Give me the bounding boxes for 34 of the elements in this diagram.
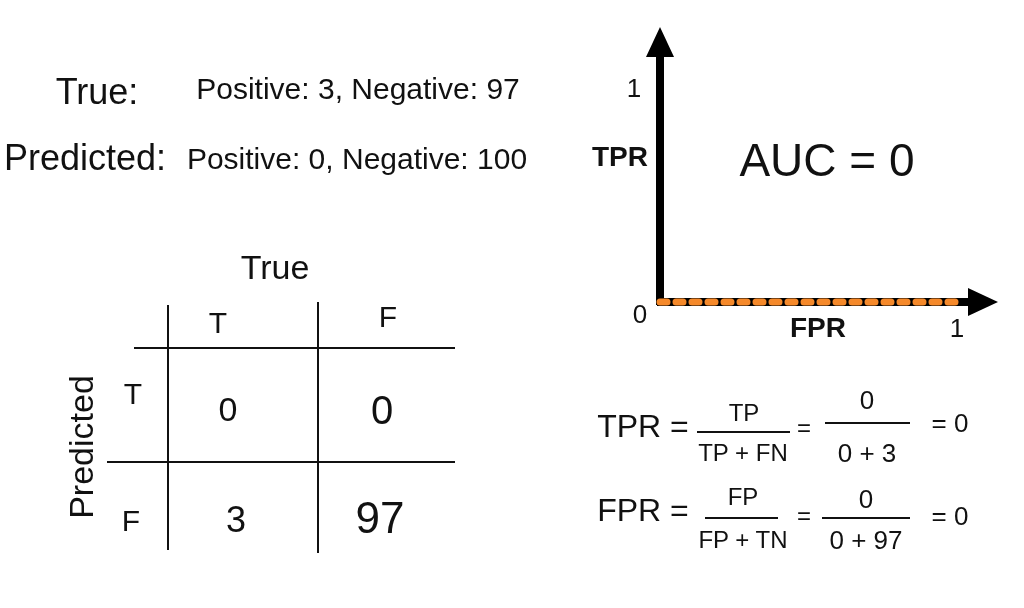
column-header: F xyxy=(378,299,398,333)
cell-value: 97 xyxy=(355,493,405,543)
equals-sign: = xyxy=(797,414,811,442)
denominator: 0 + 97 xyxy=(829,525,903,555)
equals-sign: = xyxy=(797,502,811,530)
column-axis-title: True xyxy=(240,249,310,287)
column-header: T xyxy=(208,305,228,339)
row-header: F xyxy=(121,503,141,537)
numerator: TP xyxy=(728,399,760,427)
axis-title: FPR xyxy=(790,312,846,344)
cell-value: 0 xyxy=(218,391,238,429)
formula-result: = 0 xyxy=(931,408,969,438)
denominator: FP + TN xyxy=(698,526,788,554)
heading-text: Predicted: xyxy=(3,138,167,178)
axis-end-label: 1 xyxy=(626,73,642,103)
denominator: TP + FN xyxy=(698,439,788,467)
formula-term: TPR = xyxy=(597,409,689,445)
heading-text: True: xyxy=(55,72,139,112)
count-text: Positive: 3, Negative: 97 xyxy=(196,71,520,105)
numerator: 0 xyxy=(859,385,875,415)
numerator: 0 xyxy=(858,484,874,514)
formula-term: FPR = xyxy=(597,493,689,529)
cell-value: 0 xyxy=(370,388,394,432)
axis-end-label: 1 xyxy=(949,313,965,343)
count-text: Positive: 0, Negative: 100 xyxy=(186,141,528,175)
formula-result: = 0 xyxy=(931,501,969,531)
axis-title: TPR xyxy=(592,141,648,173)
numerator: FP xyxy=(727,483,759,511)
auc-annotation: AUC = 0 xyxy=(739,134,915,186)
row-header: T xyxy=(123,376,143,410)
origin-label: 0 xyxy=(632,299,648,329)
denominator: 0 + 3 xyxy=(837,438,897,468)
cell-value: 3 xyxy=(226,500,246,540)
row-axis-title: Predicted xyxy=(63,375,101,519)
